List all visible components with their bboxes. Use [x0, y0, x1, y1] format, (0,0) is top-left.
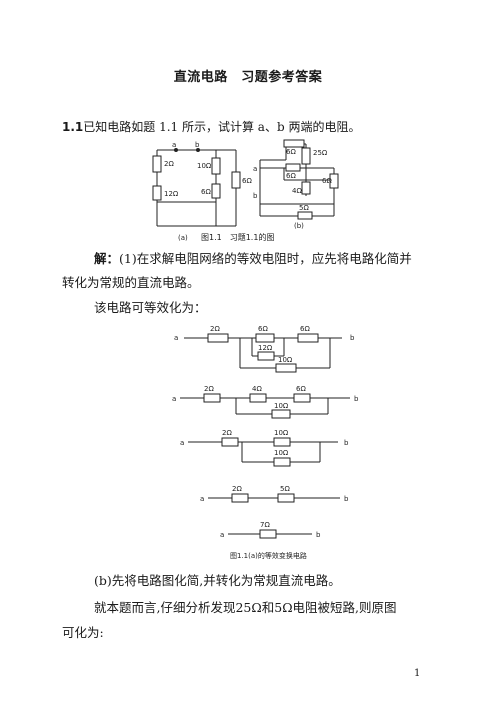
figure-2-caption: 图1.1(a)的等效变换电路: [230, 551, 307, 560]
resistor-a-12ohm: [152, 185, 162, 201]
s1-resistor-12ohm: [257, 351, 275, 361]
label-sub-b: (b): [294, 222, 304, 230]
label-a-10ohm: 10Ω: [197, 162, 212, 170]
label-sub-a: (a): [178, 234, 188, 242]
label-b-6ohm-right: 6Ω: [322, 177, 332, 185]
stage-1: [184, 333, 342, 373]
problem-number: 1.1: [62, 120, 84, 134]
part-b-line-3: 可化为:: [62, 625, 104, 640]
resistor-b-25ohm: [301, 147, 311, 165]
terminal-a-node: [174, 148, 178, 152]
stage-4: [208, 493, 340, 503]
solution-label: 解：: [94, 251, 120, 266]
solution-line-1: 解：(1)在求解电阻网络的等效电阻时，应先将电路化简并: [94, 248, 412, 267]
s2-resistor-2ohm: [203, 393, 221, 403]
part-b-line-2: 就本题而言,仔细分析发现25Ω和5Ω电阻被短路,则原图: [94, 600, 397, 615]
stage-3: [188, 437, 338, 467]
label-b-6ohm-mid: 6Ω: [286, 172, 296, 180]
problem-statement: 1.1已知电路如题 1.1 所示，试计算 a、b 两端的电阻。: [62, 118, 360, 135]
resistor-b-6ohm-right: [329, 173, 339, 189]
terminal-b-node: [196, 148, 200, 152]
s3-label-2ohm: 2Ω: [222, 429, 232, 437]
s3-resistor-10ohm-b: [273, 457, 291, 467]
stage-5: [228, 529, 312, 539]
label-b-4ohm: 4Ω: [292, 187, 302, 195]
page-title: 直流电路 习题参考答案: [173, 70, 323, 85]
label-a-6ohm-mid: 6Ω: [201, 188, 211, 196]
s1-resistor-6ohm-b: [297, 333, 319, 343]
s4-resistor-2ohm: [231, 493, 249, 503]
label-a-2ohm: 2Ω: [164, 160, 174, 168]
circuit-a: [152, 148, 241, 227]
resistor-b-4ohm: [301, 181, 311, 195]
label-b-term-b: b: [253, 192, 258, 200]
circuit-b: [259, 139, 339, 220]
resistor-b-6ohm-mid: [285, 163, 301, 172]
s1-resistor-2ohm: [207, 333, 229, 343]
label-b-25ohm: 25Ω: [313, 149, 328, 157]
s3-label-10ohm-a: 10Ω: [274, 429, 289, 437]
resistor-a-6ohm-mid: [211, 183, 221, 199]
s5-term-a: a: [220, 531, 224, 539]
s3-resistor-2ohm: [221, 437, 239, 447]
s4-term-a: a: [200, 495, 204, 503]
s2-resistor-6ohm: [293, 393, 311, 403]
label-b-term-a: a: [253, 165, 257, 173]
s5-resistor-7ohm: [259, 529, 277, 539]
stage-2: [180, 393, 350, 419]
s1-label-12ohm: 12Ω: [258, 344, 273, 352]
s3-term-b: b: [344, 439, 349, 447]
s3-resistor-10ohm-a: [273, 437, 291, 447]
s5-term-b: b: [316, 531, 321, 539]
equiv-intro: 该电路可等效化为：: [94, 300, 207, 315]
s1-resistor-10ohm: [275, 363, 297, 373]
resistor-a-10ohm: [211, 157, 221, 175]
s1-label-10ohm: 10Ω: [278, 356, 293, 364]
s5-label-7ohm: 7Ω: [260, 521, 270, 529]
s2-label-2ohm: 2Ω: [204, 385, 214, 393]
label-a-12ohm: 12Ω: [164, 190, 179, 198]
s2-label-6ohm: 6Ω: [296, 385, 306, 393]
s2-term-b: b: [354, 395, 359, 403]
s2-label-10ohm: 10Ω: [274, 402, 289, 410]
s2-label-4ohm: 4Ω: [252, 385, 262, 393]
label-a-6ohm-right: 6Ω: [242, 177, 252, 185]
s4-label-5ohm: 5Ω: [280, 485, 290, 493]
equivalent-circuit-figure: a b a b a b a b a b 2Ω 6Ω 6Ω 12Ω 10Ω 2Ω …: [172, 325, 359, 560]
s1-label-2ohm: 2Ω: [210, 325, 220, 333]
s1-label-6ohm-a: 6Ω: [258, 325, 268, 333]
s2-term-a: a: [172, 395, 176, 403]
s1-term-a: a: [174, 334, 178, 342]
page-number: 1: [414, 668, 421, 679]
resistor-b-5ohm: [297, 211, 313, 220]
label-a-term-b: b: [195, 141, 200, 149]
s4-term-b: b: [344, 495, 349, 503]
figure-1-1-caption: 图1.1 习题1.1的图: [201, 233, 275, 242]
label-b-6ohm-top: 6Ω: [286, 148, 296, 156]
problem-text: 已知电路如题 1.1 所示，试计算 a、b 两端的电阻。: [83, 120, 361, 134]
solution-line-2: 转化为常规的直流电路。: [62, 275, 200, 290]
s1-term-b: b: [350, 334, 355, 342]
s1-resistor-6ohm-a: [255, 333, 275, 343]
resistor-b-6ohm-top: [283, 139, 305, 148]
figure-1-1: a b 2Ω 10Ω 12Ω 6Ω 6Ω (a) a b 6Ω 25Ω 6Ω 4…: [152, 139, 339, 242]
part-b-line-1: (b)先将电路图化简,并转化为常规直流电路。: [94, 573, 341, 588]
label-a-term-a: a: [172, 141, 176, 149]
label-b-5ohm: 5Ω: [299, 204, 309, 212]
resistor-a-2ohm: [152, 155, 162, 173]
s3-term-a: a: [180, 439, 184, 447]
s2-resistor-10ohm: [271, 409, 291, 419]
s4-label-2ohm: 2Ω: [232, 485, 242, 493]
s1-label-6ohm-b: 6Ω: [300, 325, 310, 333]
s4-resistor-5ohm: [277, 493, 295, 503]
s2-resistor-4ohm: [249, 393, 267, 403]
solution-text-1: (1)在求解电阻网络的等效电阻时，应先将电路化简并: [119, 251, 412, 266]
s3-label-10ohm-b: 10Ω: [274, 449, 289, 457]
resistor-a-6ohm-right: [231, 171, 241, 189]
